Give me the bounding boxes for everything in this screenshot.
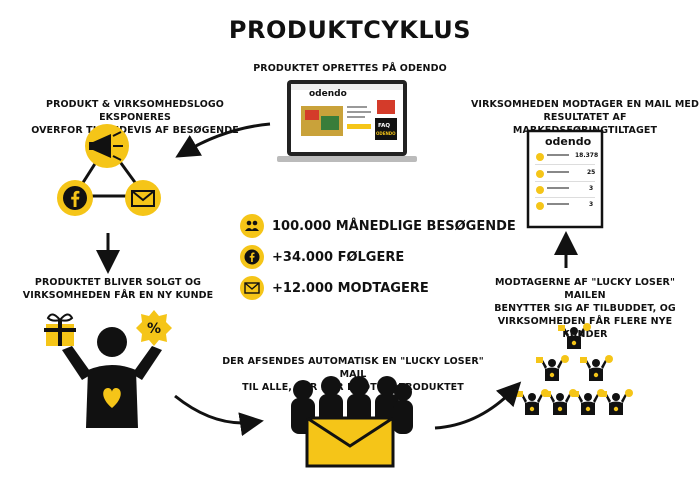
page-title: PRODUKTCYKLUS (228, 16, 472, 44)
heart-icon (103, 388, 121, 408)
discount-badge-icon: % (136, 310, 172, 346)
stat-recipients: +12.000 MODTAGERE (240, 274, 500, 302)
arrow-sold-to-mail (174, 394, 264, 437)
new-customer-illustration: % (42, 310, 182, 428)
stat-visitors: 100.000 MÅNEDLIGE BESØGENDE (240, 212, 516, 240)
mail-report-document: odendo 18.378 25 3 3 (526, 129, 604, 229)
report-value: 3 (589, 185, 594, 192)
stat-followers: +34.000 FØLGERE (240, 243, 500, 271)
step-recipients-caption: MODTAGERNE AF "LUCKY LOSER" MAILEN BENYT… (494, 277, 676, 340)
report-value: 3 (589, 201, 594, 208)
svg-text:%: % (147, 321, 161, 337)
lucky-loser-mail-illustration (285, 376, 415, 468)
laptop-odendo-label: ODENDO (376, 131, 396, 136)
customer-figure-icon (572, 389, 605, 415)
laptop-illustration: odendo FAQ ODENDO (277, 78, 417, 166)
mail-icon (240, 276, 264, 300)
customer-figure-icon (558, 323, 591, 349)
report-value: 18.378 (575, 152, 599, 159)
arrow-created-to-exposure (175, 122, 271, 158)
customer-figure-icon (536, 355, 569, 381)
more-customers-illustration (516, 323, 633, 425)
report-logo: odendo (545, 135, 592, 148)
laptop-site-logo: odendo (309, 89, 347, 99)
report-value: 25 (587, 169, 596, 176)
customer-figure-icon (580, 355, 613, 381)
step-sold-caption: PRODUKTET BLIVER SOLGT OG VIRKSOMHEDEN F… (22, 277, 214, 301)
arrow-mail-to-recipients (434, 381, 522, 430)
laptop-faq-label: FAQ (378, 123, 391, 129)
step-created-caption: PRODUKTET OPRETTES PÅ ODENDO (253, 63, 447, 74)
step-exposure-caption: PRODUKT & VIRKSOMHEDSLOGO EKSPONERES OVE… (31, 99, 239, 136)
visitors-icon (240, 214, 264, 238)
facebook-icon (240, 245, 264, 269)
customer-figure-icon (600, 389, 633, 415)
exposure-icons (55, 120, 175, 220)
